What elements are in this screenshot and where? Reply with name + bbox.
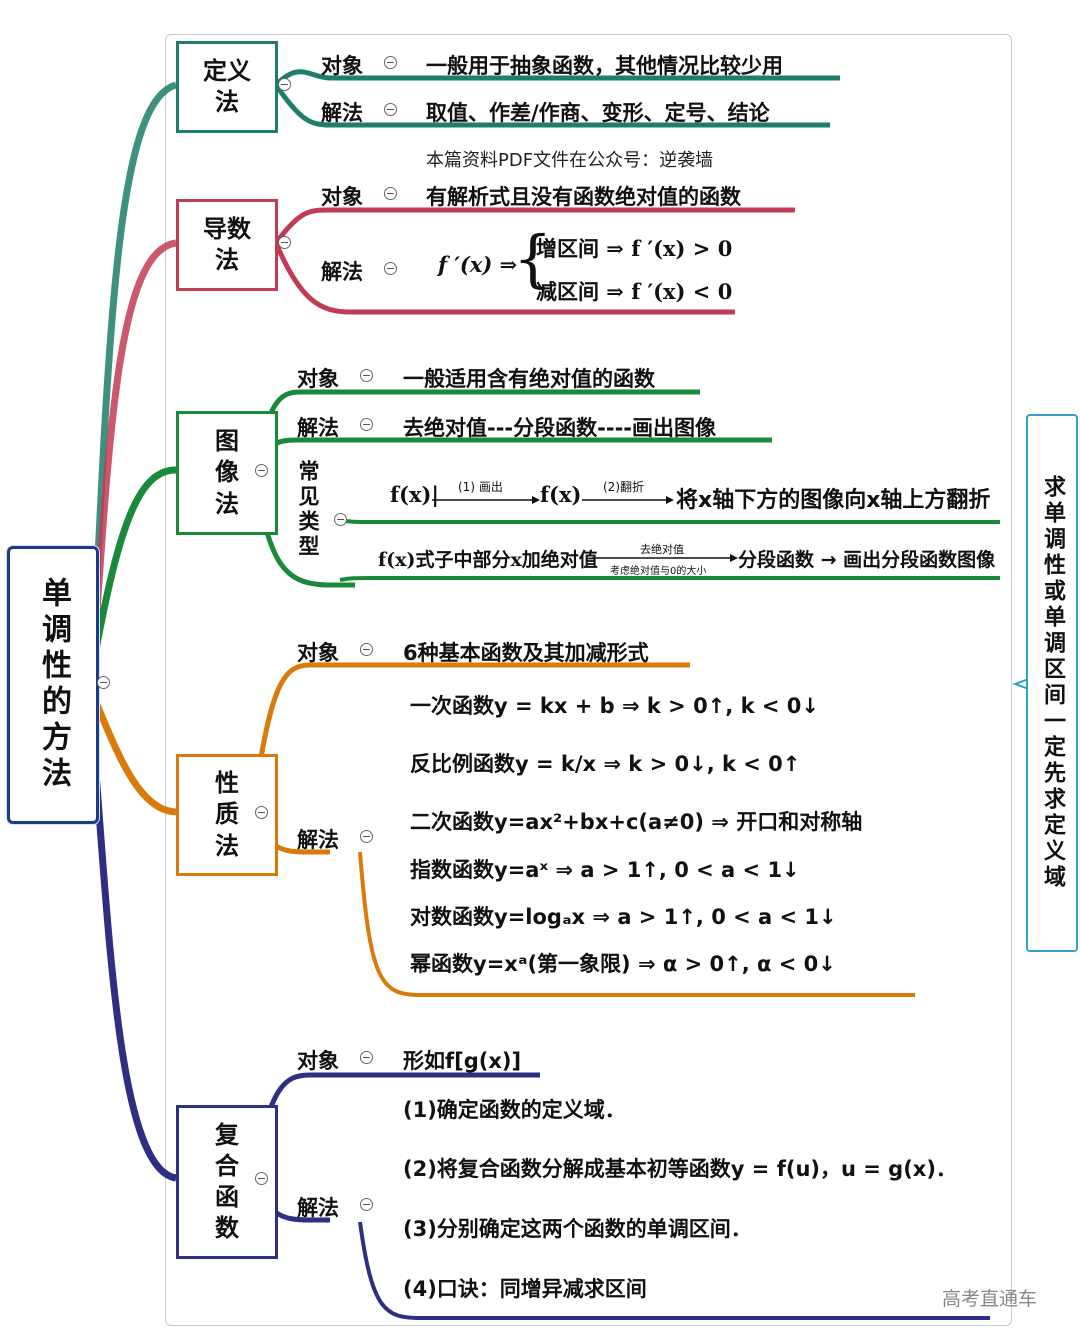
property-line-exponential: 指数函数y=aˣ ⇒ a > 1↑, 0 < a < 1↓ [410,858,800,882]
composite-object-collapse-icon[interactable] [360,1051,373,1064]
right-note-box: 求单调性或单调区间一定先求定义域 [1026,414,1078,952]
composite-collapse-icon[interactable] [255,1172,268,1185]
connector-root-graph [91,466,177,656]
watermark: 高考直通车 [942,1288,1038,1310]
graph-type1-result: 将x轴下方的图像向x轴上方翻折 [676,488,991,513]
composite-step-4: (4)口诀：同增异减求区间 [403,1277,647,1301]
composite-step-1: (1)确定函数的定义域． [403,1098,626,1122]
graph-solution-text: 去绝对值---分段函数----画出图像 [403,416,717,440]
graph-type2-top: 去绝对值 [640,543,684,556]
graph-types-label: 常见类型 [296,460,320,560]
connector-root-composite [91,759,177,1182]
property-line-quadratic: 二次函数y=ax²+bx+c(a≠0) ⇒ 开口和对称轴 [410,810,863,834]
property-line-linear: 一次函数y = kx + b ⇒ k > 0↑, k < 0↓ [410,694,819,718]
graph-solution-collapse-icon[interactable] [360,418,373,431]
derivative-object-collapse-icon[interactable] [384,187,397,200]
graph-object-label: 对象 [297,367,339,391]
definition-solution-label: 解法 [321,101,363,125]
definition-object-text: 一般用于抽象函数，其他情况比较少用 [426,54,783,78]
connector-root-definition [91,81,178,621]
arrow-icon [432,496,540,504]
composite-solution-label: 解法 [297,1196,339,1220]
definition-collapse-icon[interactable] [278,78,291,91]
graph-type1-mid: f(x) [540,482,582,507]
derivative-collapse-icon[interactable] [278,236,291,249]
graph-type1-start: f(x)| [390,482,440,507]
method-property-label: 性质法 [214,769,239,860]
derivative-object-text: 有解析式且没有函数绝对值的函数 [426,185,741,209]
derivative-increase: 增区间 ⇒ f ′(x) > 0 [536,236,733,261]
definition-object-collapse-icon[interactable] [384,56,397,69]
method-graph-label: 图像法 [214,427,239,518]
connector-root-property [91,698,177,816]
property-line-power: 幂函数y=xᵃ(第一象限) ⇒ α > 0↑, α < 0↓ [410,952,836,976]
brace-icon: { [513,222,553,295]
property-object-text: 6种基本函数及其加减形式 [403,641,649,665]
arrow-icon [592,554,738,562]
composite-object-label: 对象 [297,1049,339,1073]
method-derivative-label: 导数法 [202,214,251,274]
property-solution-label: 解法 [297,828,339,852]
arrow-icon [582,496,674,504]
connector-root-derivative [91,239,177,641]
graph-types-collapse-icon[interactable] [334,513,347,526]
graph-object-text: 一般适用含有绝对值的函数 [403,367,655,391]
derivative-formula-lhs: f ′(x) ⇒ [438,252,518,277]
source-note: 本篇资料PDF文件在公众号：逆袭墙 [426,150,714,171]
graph-object-collapse-icon[interactable] [360,369,373,382]
derivative-object-label: 对象 [321,185,363,209]
property-line-inverse: 反比例函数y = k/x ⇒ k > 0↓, k < 0↑ [410,752,801,776]
property-solution-collapse-icon[interactable] [360,830,373,843]
composite-step-3: (3)分别确定这两个函数的单调区间． [403,1217,752,1241]
property-collapse-icon[interactable] [255,806,268,819]
graph-type1-step1: (1) 画出 [458,480,503,494]
graph-collapse-icon[interactable] [255,464,268,477]
derivative-solution-collapse-icon[interactable] [384,262,397,275]
graph-type2-bottom: 考虑绝对值与0的大小 [610,566,707,577]
definition-solution-collapse-icon[interactable] [384,103,397,116]
method-derivative[interactable]: 导数法 [176,199,278,291]
method-definition-label: 定义法 [202,56,251,116]
definition-object-label: 对象 [321,54,363,78]
definition-solution-text: 取值、作差/作商、变形、定号、结论 [426,101,770,125]
root-node[interactable]: 单调性的方法 [7,546,99,824]
property-line-logarithmic: 对数函数y=logₐx ⇒ a > 1↑, 0 < a < 1↓ [410,905,837,929]
composite-solution-collapse-icon[interactable] [360,1198,373,1211]
right-bracket [1012,679,1027,689]
graph-solution-label: 解法 [297,416,339,440]
property-object-label: 对象 [297,641,339,665]
right-note-text: 求单调性或单调区间一定先求定义域 [1040,475,1065,891]
root-title: 单调性的方法 [36,577,71,793]
graph-type2-result: 分段函数 → 画出分段函数图像 [738,549,996,571]
root-collapse-icon[interactable] [97,676,110,689]
graph-type1-step2: (2)翻折 [603,480,644,494]
method-composite-label: 复合函数 [214,1120,239,1243]
graph-type2-start: f(x)式子中部分x加绝对值 [378,549,598,571]
property-object-collapse-icon[interactable] [360,643,373,656]
composite-step-2: (2)将复合函数分解成基本初等函数y = f(u)，u = g(x)． [403,1157,957,1181]
content-frame [165,34,1012,1326]
method-definition[interactable]: 定义法 [176,41,278,133]
derivative-solution-label: 解法 [321,260,363,284]
composite-object-text: 形如f[g(x)] [403,1049,522,1073]
derivative-decrease: 减区间 ⇒ f ′(x) < 0 [536,279,733,304]
